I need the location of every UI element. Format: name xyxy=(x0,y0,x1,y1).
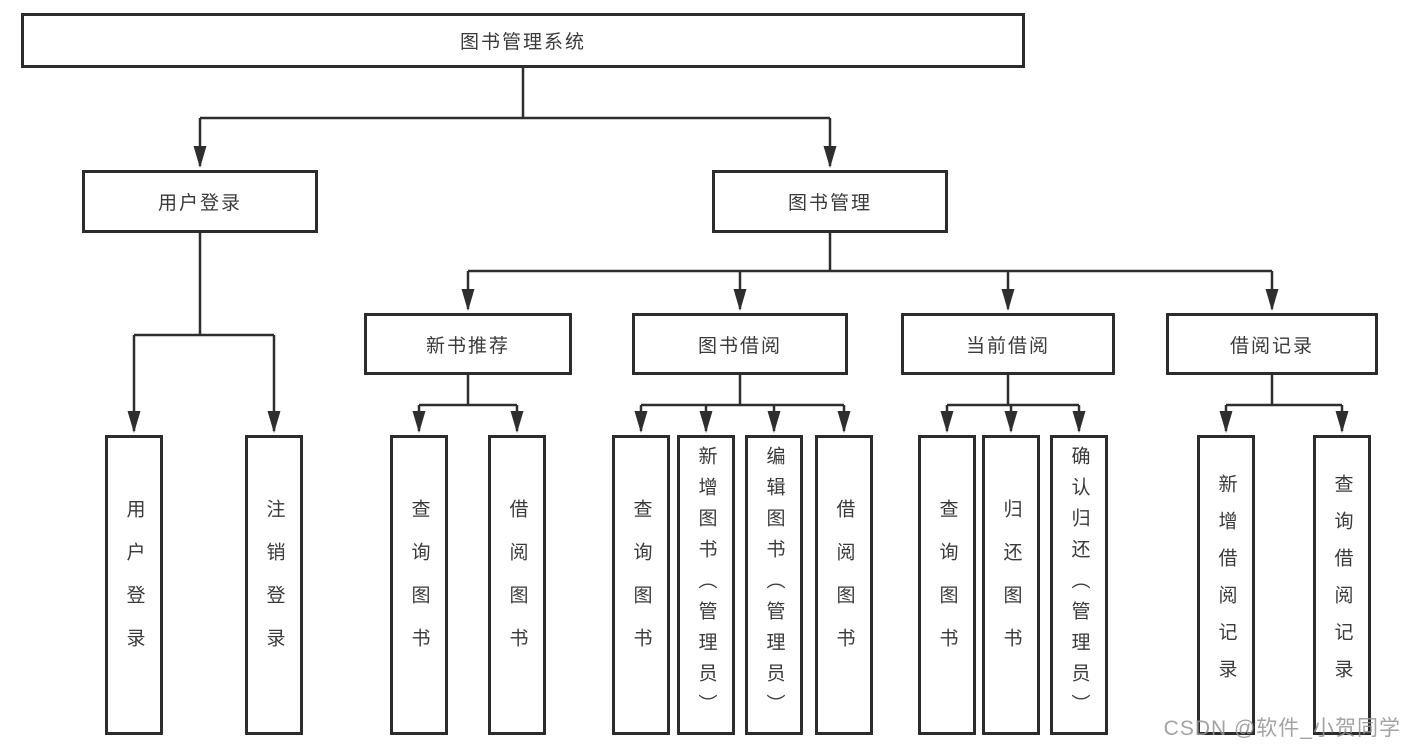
leaf-confirm-return-admin: 确认归还（管理员） xyxy=(1050,435,1108,735)
node-label: 当前借阅 xyxy=(965,335,1050,357)
node-label: 新增借阅记录 xyxy=(1215,474,1237,696)
node-label: 图书借阅 xyxy=(697,335,782,357)
leaf-query-borrow-record: 查询借阅记录 xyxy=(1313,435,1371,735)
node-label: 借阅图书 xyxy=(506,499,528,671)
node-label: 确认归还（管理员） xyxy=(1068,445,1090,725)
leaf-add-book-admin: 新增图书（管理员） xyxy=(677,435,735,735)
leaf-borrow-books-borrowing: 借阅图书 xyxy=(815,435,873,735)
leaf-edit-book-admin: 编辑图书（管理员） xyxy=(745,435,803,735)
node-label: 归还图书 xyxy=(1000,499,1022,671)
node-borrowing-records: 借阅记录 xyxy=(1166,313,1378,375)
leaf-logout: 注销登录 xyxy=(245,435,303,735)
node-label: 查询图书 xyxy=(408,499,430,671)
leaf-query-books-recommend: 查询图书 xyxy=(390,435,448,735)
node-label: 编辑图书（管理员） xyxy=(763,445,785,725)
node-label: 用户登录 xyxy=(123,499,145,671)
node-user-login: 用户登录 xyxy=(82,170,318,233)
leaf-add-borrow-record: 新增借阅记录 xyxy=(1197,435,1255,735)
node-label: 图书管理 xyxy=(787,193,872,214)
node-label: 图书管理系统 xyxy=(459,32,586,53)
node-label: 注销登录 xyxy=(263,499,285,671)
leaf-return-book: 归还图书 xyxy=(982,435,1040,735)
node-new-book-recommend: 新书推荐 xyxy=(364,313,572,375)
node-current-borrowing: 当前借阅 xyxy=(901,313,1115,375)
node-label: 查询图书 xyxy=(936,499,958,671)
leaf-user-login: 用户登录 xyxy=(105,435,163,735)
leaf-borrow-books-recommend: 借阅图书 xyxy=(488,435,546,735)
leaf-query-books-current: 查询图书 xyxy=(918,435,976,735)
node-book-management: 图书管理 xyxy=(712,170,948,233)
node-label: 借阅图书 xyxy=(833,499,855,671)
leaf-query-books-borrowing: 查询图书 xyxy=(612,435,670,735)
watermark: CSDN @软件_小贺同学 xyxy=(1163,717,1401,740)
node-label: 用户登录 xyxy=(157,193,242,214)
node-root: 图书管理系统 xyxy=(21,13,1025,68)
node-label: 新增图书（管理员） xyxy=(695,445,717,725)
node-book-borrowing: 图书借阅 xyxy=(632,313,848,375)
node-label: 查询图书 xyxy=(630,499,652,671)
node-label: 借阅记录 xyxy=(1229,335,1314,357)
node-label: 查询借阅记录 xyxy=(1331,474,1353,696)
node-label: 新书推荐 xyxy=(425,335,510,357)
